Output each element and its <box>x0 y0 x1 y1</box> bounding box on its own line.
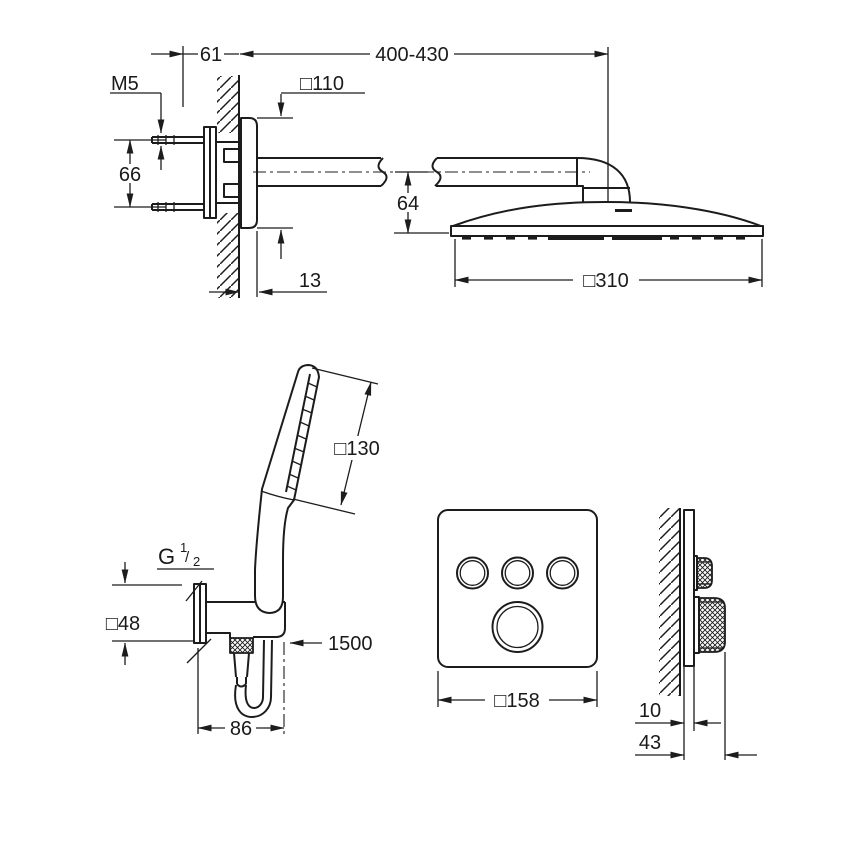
valve-front-dimensions: □158 <box>437 671 598 712</box>
valve-button-1 <box>456 556 489 590</box>
dim-label-holder-plate: □48 <box>106 613 140 635</box>
headshower-installation-view: 61 400-430 M5 □110 66 <box>110 44 764 298</box>
dim-label-total-depth: 43 <box>639 732 661 754</box>
spray-face-hatch <box>286 382 318 491</box>
thermostat-knob <box>491 601 544 653</box>
wall-hatch <box>659 508 680 696</box>
shower-arm <box>253 157 631 203</box>
valve-button-2 <box>501 556 534 590</box>
dim-label-valve-plate: □158 <box>494 690 539 712</box>
wall-escutcheon <box>240 117 258 229</box>
dim-label-hose-length: 1500 <box>328 633 373 655</box>
dim-label-holder-reach: 86 <box>230 718 252 740</box>
holder-cup <box>253 602 286 638</box>
hand-shower <box>254 364 320 614</box>
dim-label-screw-spacing: 66 <box>119 164 141 186</box>
wall-holder <box>185 580 286 735</box>
head-logo-slot <box>615 209 632 212</box>
pipe-break-right <box>431 157 442 187</box>
holder-arm-bottom <box>206 632 231 638</box>
thread-label: G 1 / 2 <box>157 540 214 570</box>
spray-nozzles <box>462 237 745 240</box>
dim-label-offset: 61 <box>200 44 222 66</box>
bracket-notch-top <box>223 148 240 163</box>
wall-hatch-upper <box>217 76 239 133</box>
handshower-holder-view: □130 G 1 / 2 □48 1500 86 <box>106 364 389 740</box>
plate-corner-tick-top <box>185 580 203 602</box>
spray-face-inner-line <box>285 373 311 493</box>
valve-plate-side <box>683 509 695 667</box>
dim-label-screw: M5 <box>111 73 139 95</box>
head-top-profile <box>452 201 762 227</box>
thread-label-denominator: 2 <box>193 554 200 569</box>
hose-nut-knurled <box>229 637 254 654</box>
shower-head <box>450 201 764 240</box>
handle-seam <box>260 490 295 501</box>
top-view-dimensions: 61 400-430 M5 □110 66 <box>110 44 763 297</box>
dim-label-head-drop: 64 <box>397 193 419 215</box>
thread-label-numerator: 1 <box>180 540 187 555</box>
hose-connector <box>233 652 250 688</box>
dim-label-reach: 400-430 <box>375 44 448 66</box>
pipe-break-left <box>377 157 388 187</box>
dim-label-valve-depth: 10 <box>639 700 661 722</box>
thermostat-knob-side <box>693 596 726 654</box>
valve-side-view: 10 43 <box>635 508 757 760</box>
arm-elbow <box>576 157 631 203</box>
wall-hatch-lower <box>217 213 239 298</box>
mounting-bracket <box>151 126 240 219</box>
wall-section-side <box>659 508 681 696</box>
handshower-dimensions: □130 G 1 / 2 □48 1500 86 <box>106 367 389 740</box>
valve-front-view: □158 <box>437 509 598 712</box>
dim-label-escutcheon: □110 <box>300 73 344 95</box>
plate-corner-tick-bottom <box>186 638 212 664</box>
thread-label-slash: / <box>185 549 190 566</box>
valve-side-dimensions: 10 43 <box>635 652 757 760</box>
dim-label-plate-depth: 13 <box>299 270 321 292</box>
button-knob-side <box>693 555 713 591</box>
valve-button-3 <box>546 556 579 590</box>
dim-label-head-width: □310 <box>583 270 628 292</box>
shower-hose <box>234 639 273 718</box>
bracket-notch-bottom <box>223 183 240 198</box>
head-rim <box>450 225 764 237</box>
dim-label-handshower-size: □130 <box>334 438 379 460</box>
thread-label-g: G <box>158 544 175 569</box>
